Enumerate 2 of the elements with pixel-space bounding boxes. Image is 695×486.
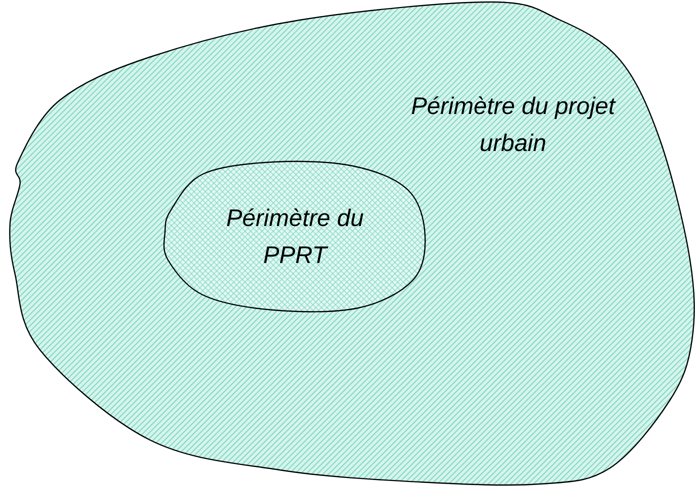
- zone-label: Périmètre du PPRT: [225, 204, 365, 271]
- zone-label: Périmètre du projet urbain: [410, 92, 617, 159]
